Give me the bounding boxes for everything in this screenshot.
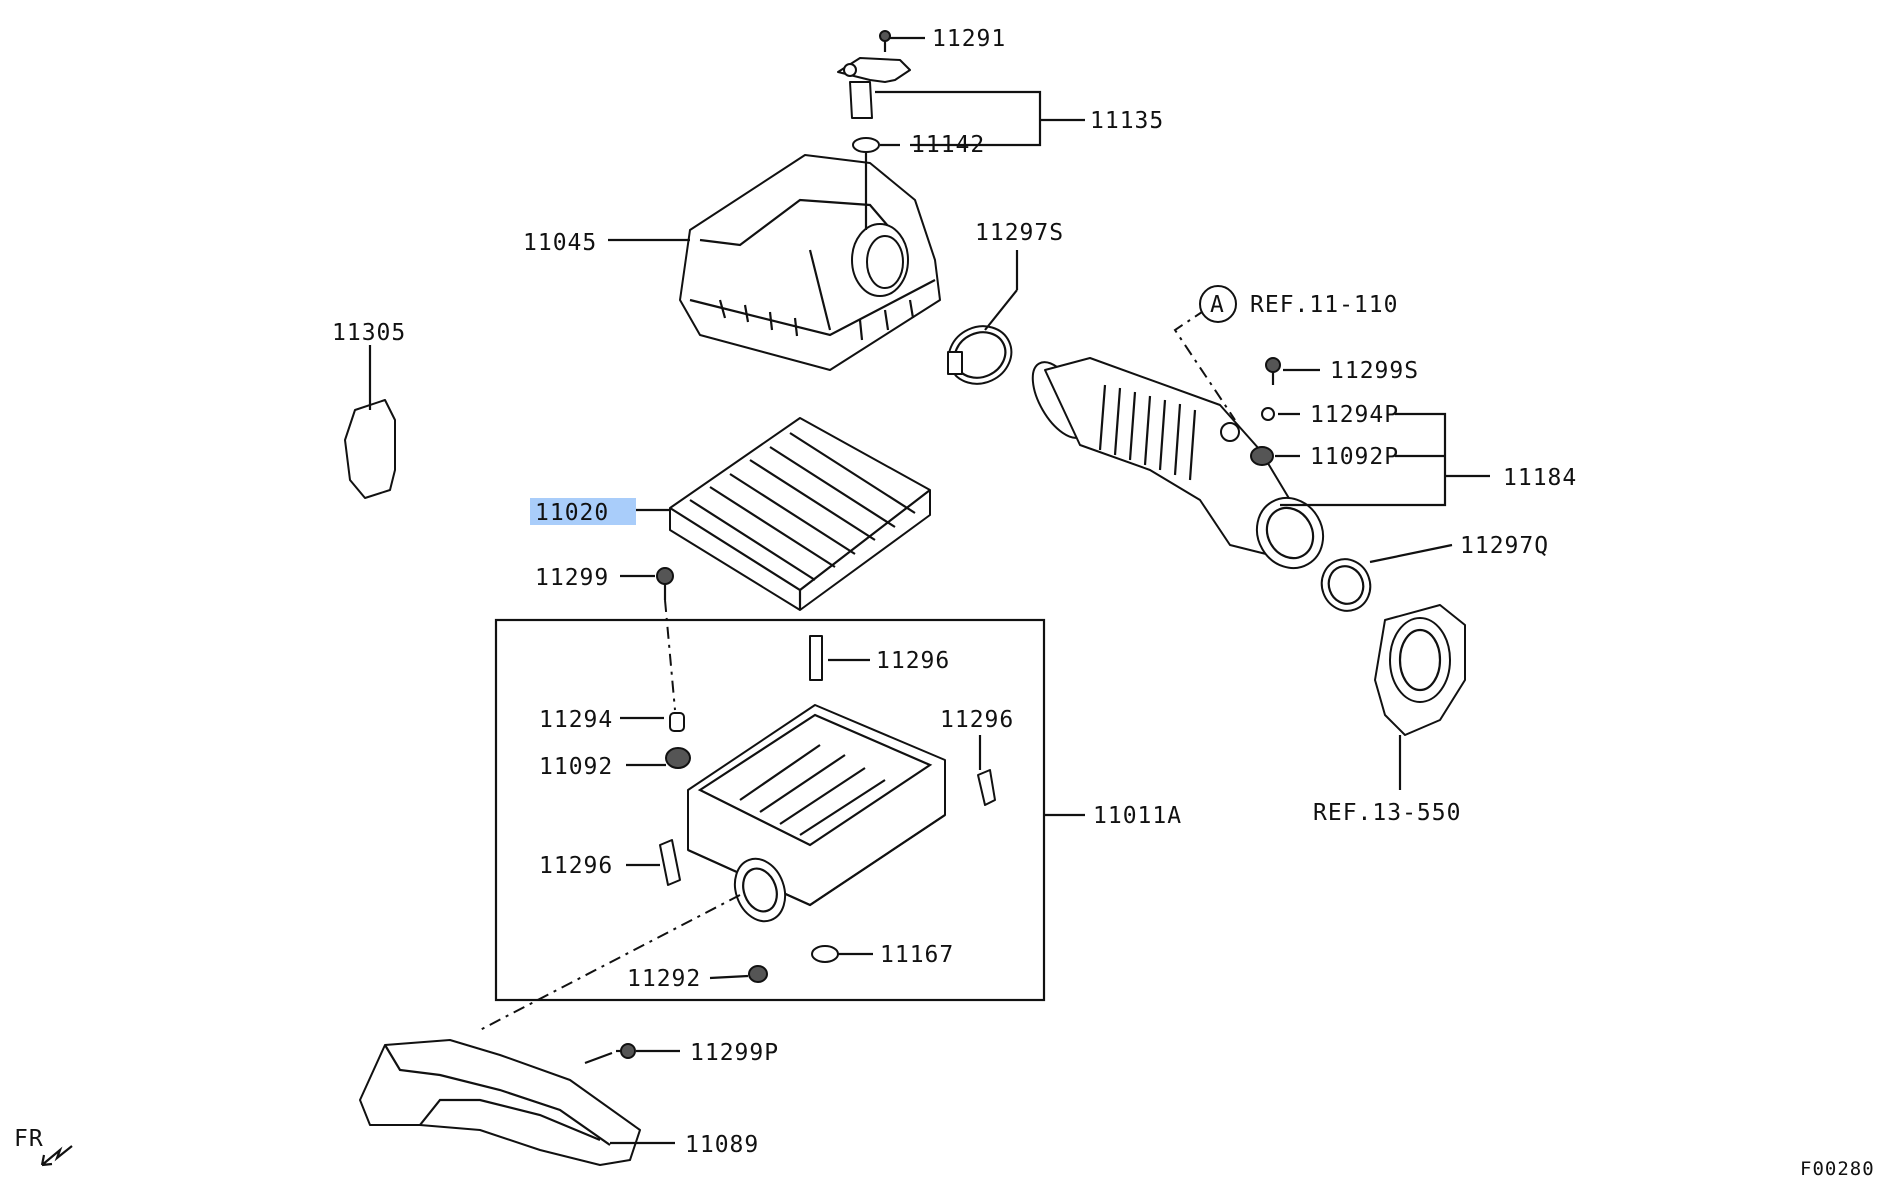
label-11092P[interactable]: 11092P: [1310, 444, 1399, 470]
part-11296-clip-top[interactable]: [809, 635, 823, 681]
ref-13-550-throttle-body[interactable]: [1374, 604, 1466, 736]
label-11184[interactable]: 11184: [1503, 465, 1577, 491]
label-11142[interactable]: 11142: [911, 132, 985, 158]
ref-a-circle: [1199, 285, 1237, 323]
part-11305-gasket[interactable]: [344, 399, 396, 499]
label-fr: FR: [14, 1126, 44, 1152]
part-11296-clip-left[interactable]: [659, 839, 681, 886]
label-11291[interactable]: 11291: [932, 26, 1006, 52]
label-11292[interactable]: 11292: [627, 966, 701, 992]
part-11011A-air-cleaner-case[interactable]: [687, 704, 946, 928]
part-11092P-grommet[interactable]: [1250, 446, 1274, 466]
label-11299[interactable]: 11299: [535, 565, 609, 591]
part-11167-drain-cap[interactable]: [811, 945, 839, 963]
label-11299P[interactable]: 11299P: [690, 1040, 779, 1066]
part-11092-grommet[interactable]: [665, 747, 691, 769]
part-labels: 11291 11135 11142 11045 11297S A REF.11-…: [14, 26, 1875, 1180]
label-11020[interactable]: 11020: [535, 500, 609, 526]
label-ref-13-550[interactable]: REF.13-550: [1313, 800, 1461, 826]
part-11297Q-hose-clamp[interactable]: [1315, 552, 1378, 617]
label-ref-a[interactable]: A: [1210, 292, 1225, 318]
label-11089[interactable]: 11089: [685, 1132, 759, 1158]
part-11294-collar[interactable]: [669, 712, 685, 732]
part-11291-screw[interactable]: [879, 30, 891, 52]
part-11045-air-cleaner-cover[interactable]: [679, 154, 941, 371]
part-11292-plug[interactable]: [748, 965, 768, 983]
label-11296-top[interactable]: 11296: [876, 648, 950, 674]
label-11167[interactable]: 11167: [880, 942, 954, 968]
label-11296-right[interactable]: 11296: [940, 707, 1014, 733]
part-11135-airflow-sensor[interactable]: [837, 57, 911, 119]
label-11297Q[interactable]: 11297Q: [1460, 533, 1549, 559]
figure-code: F00280: [1800, 1158, 1875, 1180]
label-11305[interactable]: 11305: [332, 320, 406, 346]
label-11020-highlight: [530, 498, 636, 525]
part-11296-clip-right[interactable]: [977, 769, 996, 806]
part-11294P-collar[interactable]: [1261, 407, 1275, 421]
label-11011A[interactable]: 11011A: [1093, 803, 1182, 829]
part-11299P-bolt[interactable]: [616, 1043, 636, 1059]
label-11296-left[interactable]: 11296: [539, 853, 613, 879]
part-11184-air-intake-hose[interactable]: [1022, 354, 1336, 581]
label-11297S[interactable]: 11297S: [975, 220, 1064, 246]
label-11092[interactable]: 11092: [539, 754, 613, 780]
group-box-11011A: [494, 618, 1046, 1002]
label-ref-11-110[interactable]: REF.11-110: [1250, 292, 1398, 318]
label-11294[interactable]: 11294: [539, 707, 613, 733]
part-11297S-hose-clamp[interactable]: [939, 316, 1021, 394]
leader-lines: [368, 36, 1490, 1145]
fr-direction-arrow: [40, 1145, 73, 1167]
part-11299S-bolt[interactable]: [1265, 357, 1281, 385]
part-11020-air-filter-element[interactable]: [669, 417, 931, 611]
label-11294P[interactable]: 11294P: [1310, 402, 1399, 428]
part-11142-o-ring[interactable]: [852, 137, 880, 153]
label-11299S[interactable]: 11299S: [1330, 358, 1419, 384]
part-11089-air-duct[interactable]: [359, 1039, 641, 1166]
label-11135[interactable]: 11135: [1090, 108, 1164, 134]
part-11299-bolt[interactable]: [656, 567, 674, 600]
label-11045[interactable]: 11045: [523, 230, 597, 256]
